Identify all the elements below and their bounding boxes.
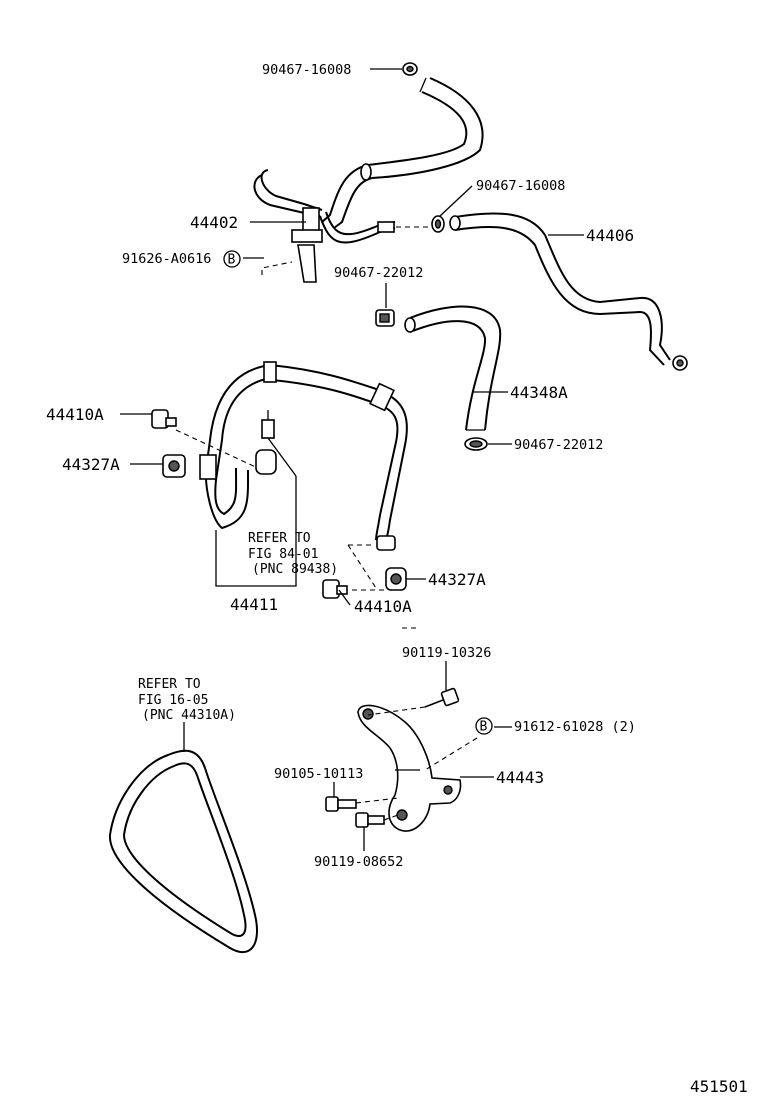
belt-note-line-2: FIG 16-05 xyxy=(138,693,208,708)
label-44327A-right: 44327A xyxy=(428,570,486,589)
hose-clamp-middle xyxy=(431,215,445,233)
bolt-90119-10326 xyxy=(367,687,460,716)
label-44410A-right: 44410A xyxy=(354,597,412,616)
label-44348A: 44348A xyxy=(510,383,568,402)
label-90467-22012-bottom: 90467-22012 xyxy=(514,437,603,453)
hose-44348A xyxy=(404,305,502,431)
pipe-note-line-3: (PNC 89438) xyxy=(252,562,338,577)
label-44402: 44402 xyxy=(190,213,238,232)
label-91626-A0616: 91626-A0616 xyxy=(122,251,211,267)
return-hose-44406 xyxy=(449,212,688,371)
label-44327A-left: 44327A xyxy=(62,455,120,474)
label-90119-08652: 90119-08652 xyxy=(314,854,403,870)
b-marker-1-text: B xyxy=(228,253,236,268)
hose-clamp-top xyxy=(402,62,418,76)
bolt-leader-dashed xyxy=(261,261,293,275)
bolt-90119-08652 xyxy=(355,812,399,828)
group-bracket-44411 xyxy=(215,437,297,587)
pipe-note-line-2: FIG 84-01 xyxy=(248,547,318,562)
pressure-tube-44402 xyxy=(253,169,428,283)
hose-clamp-22012-bottom xyxy=(464,437,488,451)
label-91612-61028: 91612-61028 (2) xyxy=(514,719,636,735)
b-circle-marker-2: B xyxy=(475,717,493,735)
label-44411: 44411 xyxy=(230,595,278,614)
bolt-90105-10113 xyxy=(325,796,399,812)
gasket-44327A-left xyxy=(162,454,186,478)
v-ribbed-belt xyxy=(108,722,258,954)
belt-note-line-1: REFER TO xyxy=(138,677,201,692)
gasket-44327A-right xyxy=(385,567,407,591)
pressure-feed-tube-44411 xyxy=(199,361,408,551)
b-marker-dashed xyxy=(424,737,478,771)
return-hose-upper xyxy=(321,77,484,229)
belt-note-line-3: (PNC 44310A) xyxy=(142,708,236,723)
union-bolt-44410A-right xyxy=(322,579,348,599)
hose-clamp-22012-top xyxy=(375,309,395,327)
b-marker-2-text: B xyxy=(480,720,488,735)
label-44406: 44406 xyxy=(586,226,634,245)
label-44410A-left: 44410A xyxy=(46,405,104,424)
label-90105-10113: 90105-10113 xyxy=(274,766,363,782)
pipe-note-line-1: REFER TO xyxy=(248,531,311,546)
tube-fitting xyxy=(255,410,277,475)
label-90119-10326: 90119-10326 xyxy=(402,645,491,661)
label-90467-16008-mid: 90467-16008 xyxy=(476,178,565,194)
figure-number: 451501 xyxy=(690,1077,748,1096)
label-90467-22012-top: 90467-22012 xyxy=(334,265,423,281)
b-circle-marker-1: B xyxy=(223,250,241,268)
label-90467-16008-top: 90467-16008 xyxy=(262,62,351,78)
label-44443: 44443 xyxy=(496,768,544,787)
bracket-44443 xyxy=(357,704,462,832)
note-leader-dashed xyxy=(347,544,388,591)
union-bolt-44410A-left xyxy=(151,409,263,471)
leader-lines xyxy=(120,68,584,851)
